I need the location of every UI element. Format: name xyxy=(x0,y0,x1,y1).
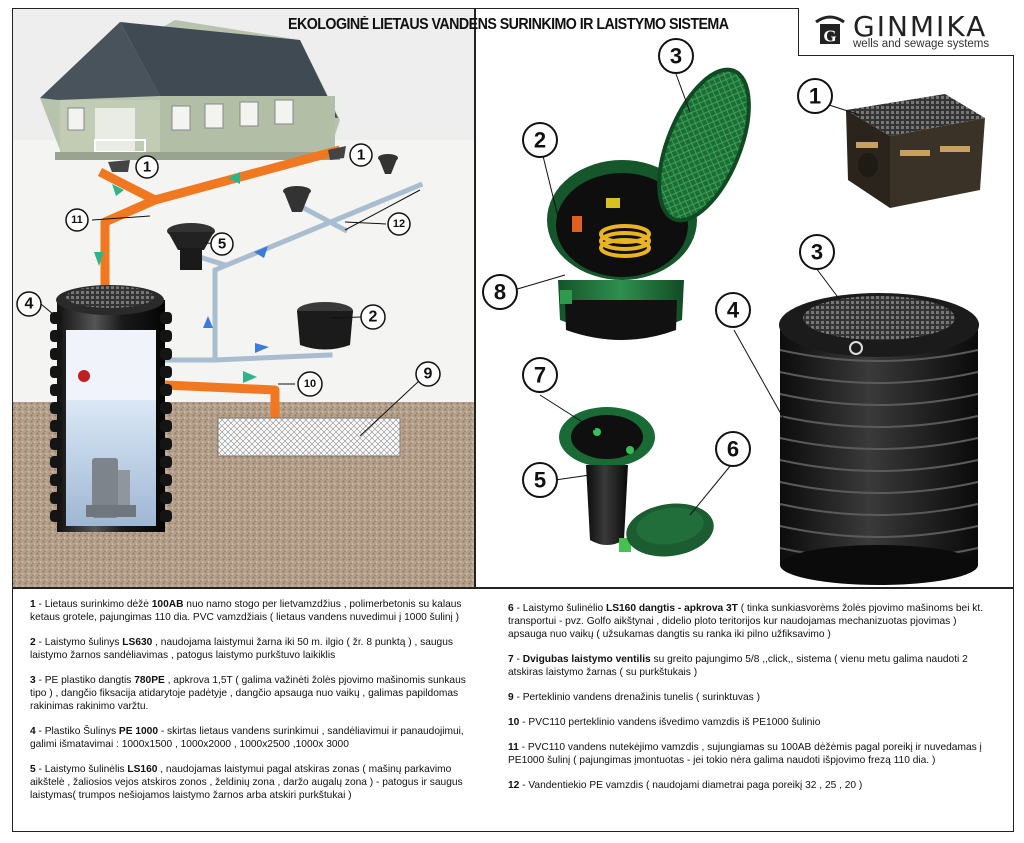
legend-item: 3 - PE plastiko dangtis 780PE , apkrova … xyxy=(30,675,466,712)
legend-left: 1 - Lietaus surinkimo dėžė 100AB nuo nam… xyxy=(30,598,478,814)
horizontal-divider xyxy=(12,587,1014,589)
photo-leader-lines xyxy=(513,73,861,516)
badge: 2 xyxy=(360,304,386,330)
svg-text:10: 10 xyxy=(304,378,316,390)
drainage-tunnel xyxy=(217,417,401,457)
rain-box-photo xyxy=(846,94,985,208)
ls630-well-photo xyxy=(547,67,751,340)
poster-frame xyxy=(12,8,1014,832)
badge: 5 xyxy=(522,462,558,498)
garden-diagram: 1 1 11 12 5 4 2 10 9 xyxy=(13,9,474,587)
legend-item: 6 - Laistymo šulinėlio LS160 dangtis - a… xyxy=(508,603,984,640)
badge: 3 xyxy=(658,38,694,74)
badge: 5 xyxy=(210,232,234,256)
logo-tagline: wells and sewage systems xyxy=(853,38,990,50)
legend-item: 1 - Lietaus surinkimo dėžė 100AB nuo nam… xyxy=(30,599,462,623)
svg-text:1: 1 xyxy=(357,147,365,164)
badge: 12 xyxy=(387,212,411,236)
badge: 9 xyxy=(415,361,441,387)
svg-text:4: 4 xyxy=(25,296,34,313)
logo-brand: GINMIKA xyxy=(853,10,988,43)
svg-text:6: 6 xyxy=(727,437,739,462)
flow-arrow xyxy=(203,316,213,328)
legend-right: 6 - Laistymo šulinėlio LS160 dangtis - a… xyxy=(508,602,996,804)
svg-text:5: 5 xyxy=(534,468,546,493)
diagram-badges: 1 1 11 12 5 4 2 10 9 xyxy=(16,143,441,397)
badge: 8 xyxy=(482,274,518,310)
photo-badges: 3 1 2 8 3 4 7 6 5 xyxy=(482,38,835,498)
badge: 4 xyxy=(715,292,751,328)
legend-item: 12 - Vandentiekio PE vamzdis ( naudojami… xyxy=(508,780,863,791)
svg-text:4: 4 xyxy=(727,298,740,323)
vertical-divider xyxy=(474,8,476,587)
badge: 6 xyxy=(715,431,751,467)
badge: 4 xyxy=(16,291,42,317)
legend-item: 9 - Perteklinio vandens drenažinis tunel… xyxy=(508,692,760,703)
product-photos: 3 1 2 8 3 4 7 6 5 xyxy=(482,38,985,585)
legend-item: 2 - Laistymo šulinys LS630 , naudojama l… xyxy=(30,637,453,661)
svg-text:12: 12 xyxy=(393,218,405,230)
flow-arrow xyxy=(112,184,124,196)
badge: 10 xyxy=(297,371,323,397)
flow-arrow xyxy=(94,252,104,266)
badge: 1 xyxy=(797,78,833,114)
svg-text:3: 3 xyxy=(811,240,823,265)
storage-tank xyxy=(50,285,172,532)
rain-collection-box xyxy=(108,146,346,172)
drain-pipes xyxy=(97,145,342,418)
svg-text:2: 2 xyxy=(534,128,546,153)
svg-text:1: 1 xyxy=(809,84,821,109)
svg-text:5: 5 xyxy=(218,236,226,253)
svg-text:11: 11 xyxy=(71,214,83,226)
flow-arrow xyxy=(255,343,269,353)
ginmika-logo-icon: G xyxy=(812,12,848,48)
svg-text:9: 9 xyxy=(424,366,433,383)
legend-item: 4 - Plastiko Šulinys PE 1000 - skirtas l… xyxy=(30,726,464,750)
watering-well-small xyxy=(167,223,215,270)
badge: 3 xyxy=(799,234,835,270)
badge: 7 xyxy=(522,357,558,393)
flow-arrow xyxy=(254,246,268,258)
svg-text:2: 2 xyxy=(369,309,378,326)
legend-item: 10 - PVC110 perteklinio vandens išvedimo… xyxy=(508,717,821,728)
flow-arrow xyxy=(243,371,257,383)
house xyxy=(40,20,340,160)
poster-title: EKOLOGINĖ LIETAUS VANDENS SURINKIMO IR L… xyxy=(288,16,729,33)
svg-text:G: G xyxy=(823,27,836,46)
pe1000-tank-photo xyxy=(779,293,979,585)
badge: 11 xyxy=(65,208,89,232)
legend-item: 5 - Laistymo šulinėlis LS160 , naudojama… xyxy=(30,764,463,801)
badge: 1 xyxy=(135,155,159,179)
legend-item: 7 - Dvigubas laistymo ventilis su greito… xyxy=(508,654,968,678)
drain-funnels xyxy=(283,154,398,212)
svg-text:1: 1 xyxy=(143,159,151,176)
legend-item: 11 - PVC110 vandens nutekėjimo vamzdis ,… xyxy=(508,742,982,766)
badge: 2 xyxy=(522,122,558,158)
badge: 1 xyxy=(349,143,373,167)
svg-text:3: 3 xyxy=(670,44,682,69)
svg-text:8: 8 xyxy=(494,280,506,305)
watering-well-large xyxy=(297,302,353,350)
ls160-well-photo xyxy=(559,407,714,557)
svg-text:7: 7 xyxy=(534,363,546,388)
flow-arrow xyxy=(228,172,240,184)
